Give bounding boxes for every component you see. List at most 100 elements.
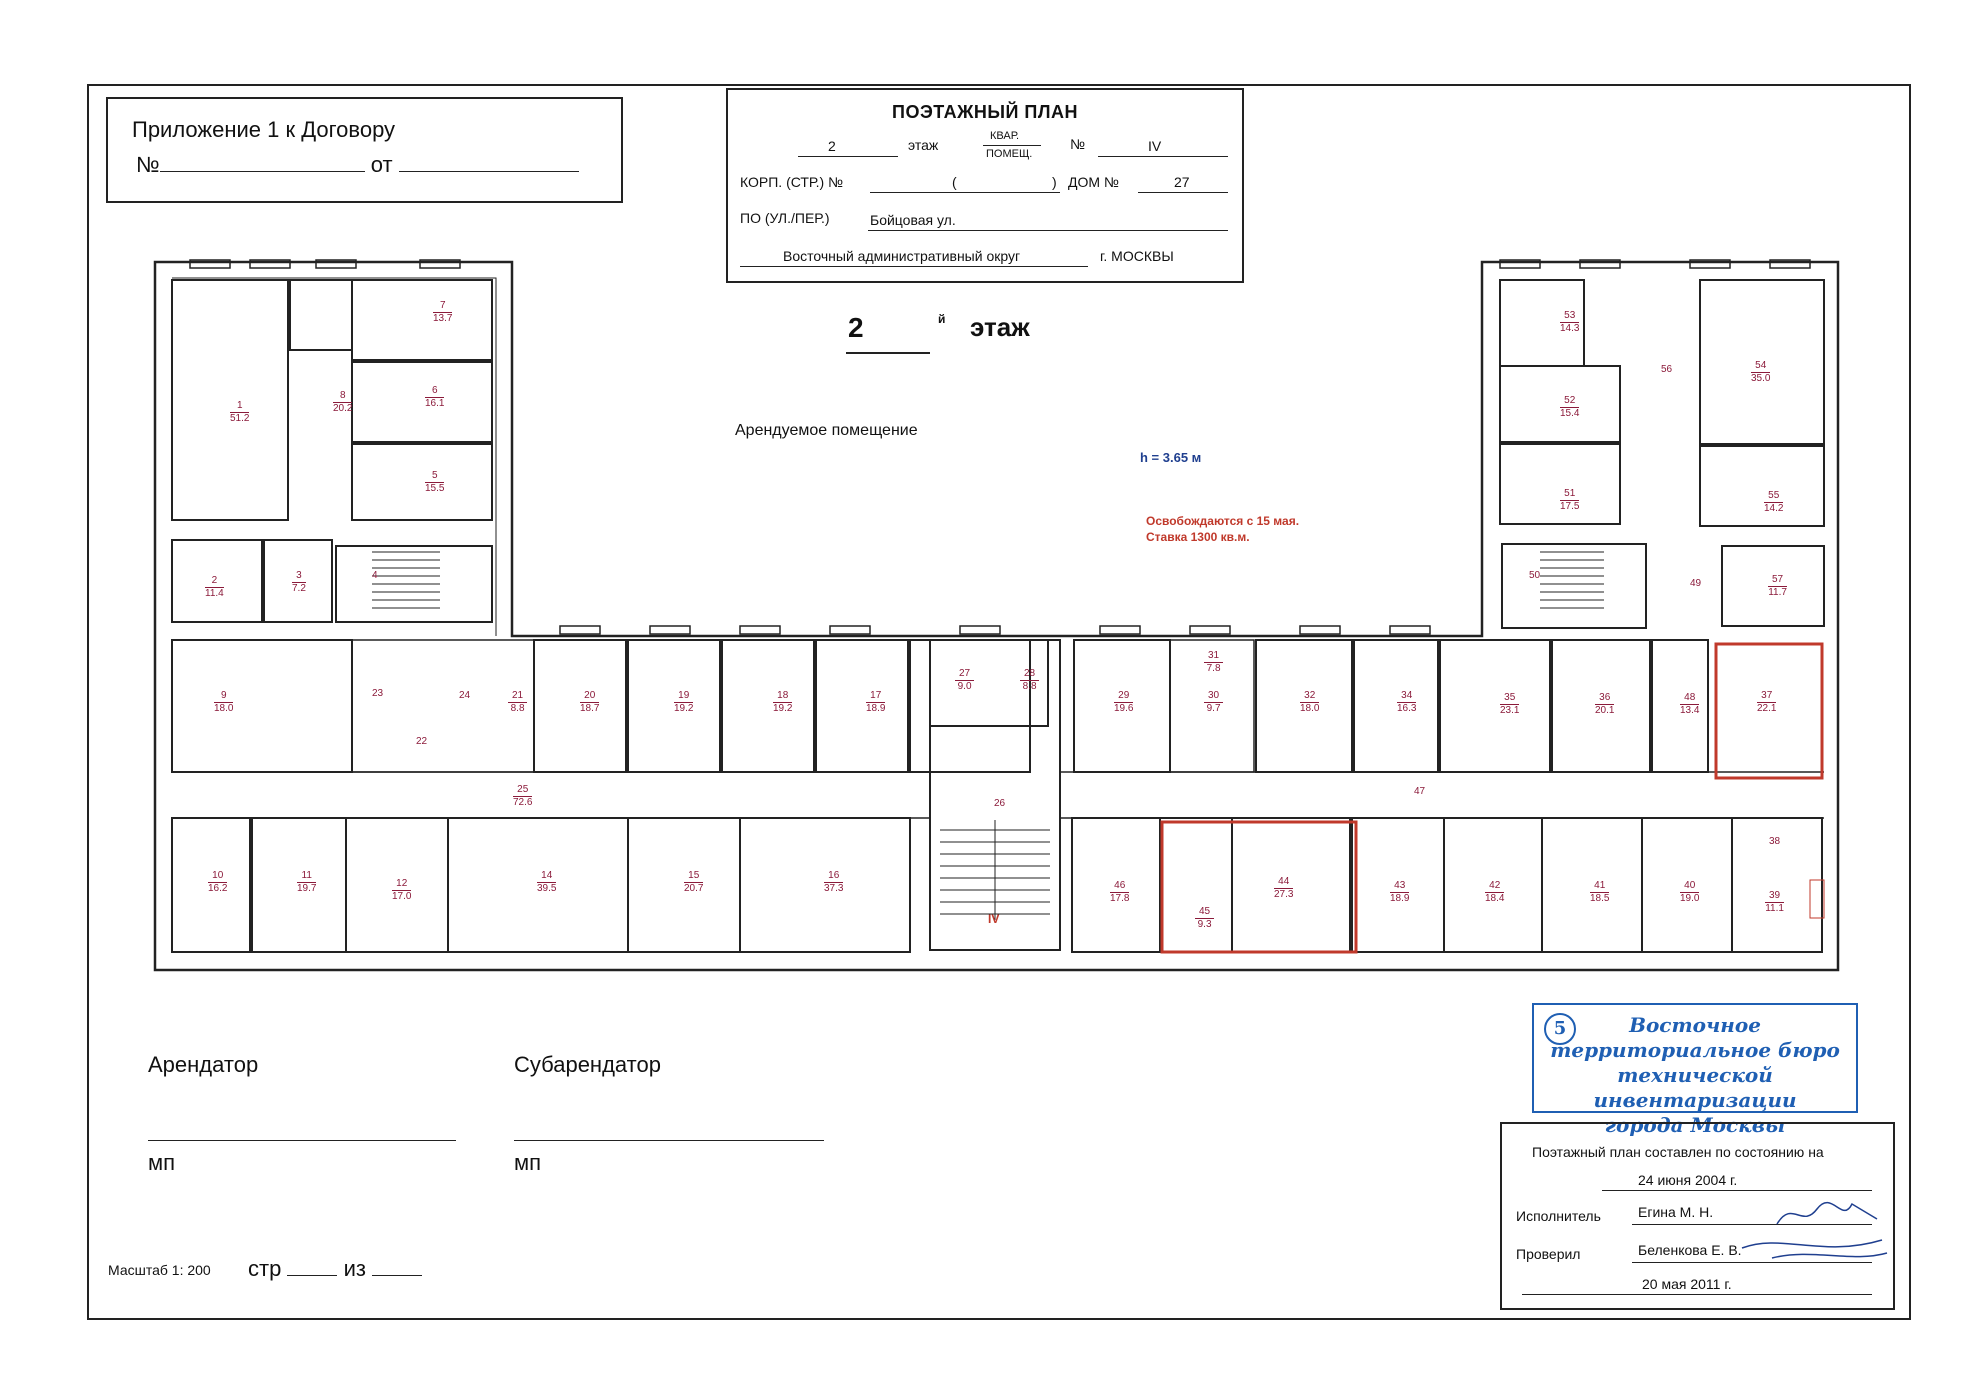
rented-room-37[interactable] [1714,642,1824,780]
no-sign: № [1070,136,1086,152]
annex-title: Приложение 1 к Договору [132,117,396,142]
annex-from-label: от [370,152,393,177]
street-value: Бойцовая ул. [870,212,956,228]
checked-value: Беленкова Е. В. [1638,1242,1742,1258]
plan-title: ПОЭТАЖНЫЙ ПЛАН [892,102,1078,122]
rented-rooms-44-45[interactable] [1160,820,1358,954]
kvar-label-top: КВАР. [990,130,1020,142]
page-number-field[interactable] [287,1255,338,1276]
notice-line1: Освобождаются с 15 мая. [1146,514,1300,528]
checked-date: 20 мая 2011 г. [1642,1276,1732,1292]
korp-close: ) [1052,174,1057,190]
premises-number: IV [1148,138,1162,154]
subtenant-signature-line[interactable] [514,1140,824,1141]
room-4: 4 [372,570,378,581]
info-date: 24 июня 2004 г. [1638,1172,1738,1188]
city-value: г. МОСКВЫ [1100,248,1174,264]
floor-value: 2 [828,138,836,154]
room-49: 49 [1690,578,1702,589]
annex-number-field[interactable] [159,151,365,172]
dom-value: 27 [1174,174,1190,190]
page-total-field[interactable] [372,1255,423,1276]
page-numbering: стр из [248,1255,423,1282]
checked-label: Проверил [1516,1246,1581,1262]
bti-stamp: 5 Восточное территориальное бюро техниче… [1532,1003,1858,1137]
stamp-line1: Восточное [1629,1013,1761,1037]
room-24: 24 [459,690,471,701]
checker-signature-icon [1741,1239,1888,1259]
dom-label: ДОМ № [1068,174,1119,190]
floor-suffix: й [938,312,946,326]
korp-open: ( [952,174,957,190]
annex-date-field[interactable] [398,151,579,172]
stamp-line4: города Москвы [1604,1113,1786,1137]
stamp-line3: технической инвентаризации [1593,1063,1797,1112]
plan-info-box: Поэтажный план составлен по состоянию на… [1500,1122,1895,1310]
scale-label: Масштаб 1: 200 [108,1262,211,1278]
info-line1: Поэтажный план составлен по состоянию на [1532,1144,1824,1160]
subtenant-mp: мп [514,1150,542,1175]
room-22: 22 [416,736,428,747]
stair-label: IV [988,912,1000,926]
executor-label: Исполнитель [1516,1208,1601,1224]
tenant-signature-line[interactable] [148,1140,456,1141]
page-label: стр [248,1256,282,1281]
executor-value: Егина М. Н. [1638,1204,1714,1220]
room-26: 26 [994,798,1006,809]
room-50: 50 [1529,570,1541,581]
room-56: 56 [1661,364,1673,375]
of-label: из [343,1256,366,1281]
room-38: 38 [1769,836,1781,847]
ceiling-height: h = 3.65 м [1140,450,1202,465]
floor-number: 2 [848,312,864,343]
executor-signature-icon [1776,1201,1878,1225]
notice-line2: Ставка 1300 кв.м. [1146,530,1250,544]
tenant-mp: мп [148,1150,176,1175]
